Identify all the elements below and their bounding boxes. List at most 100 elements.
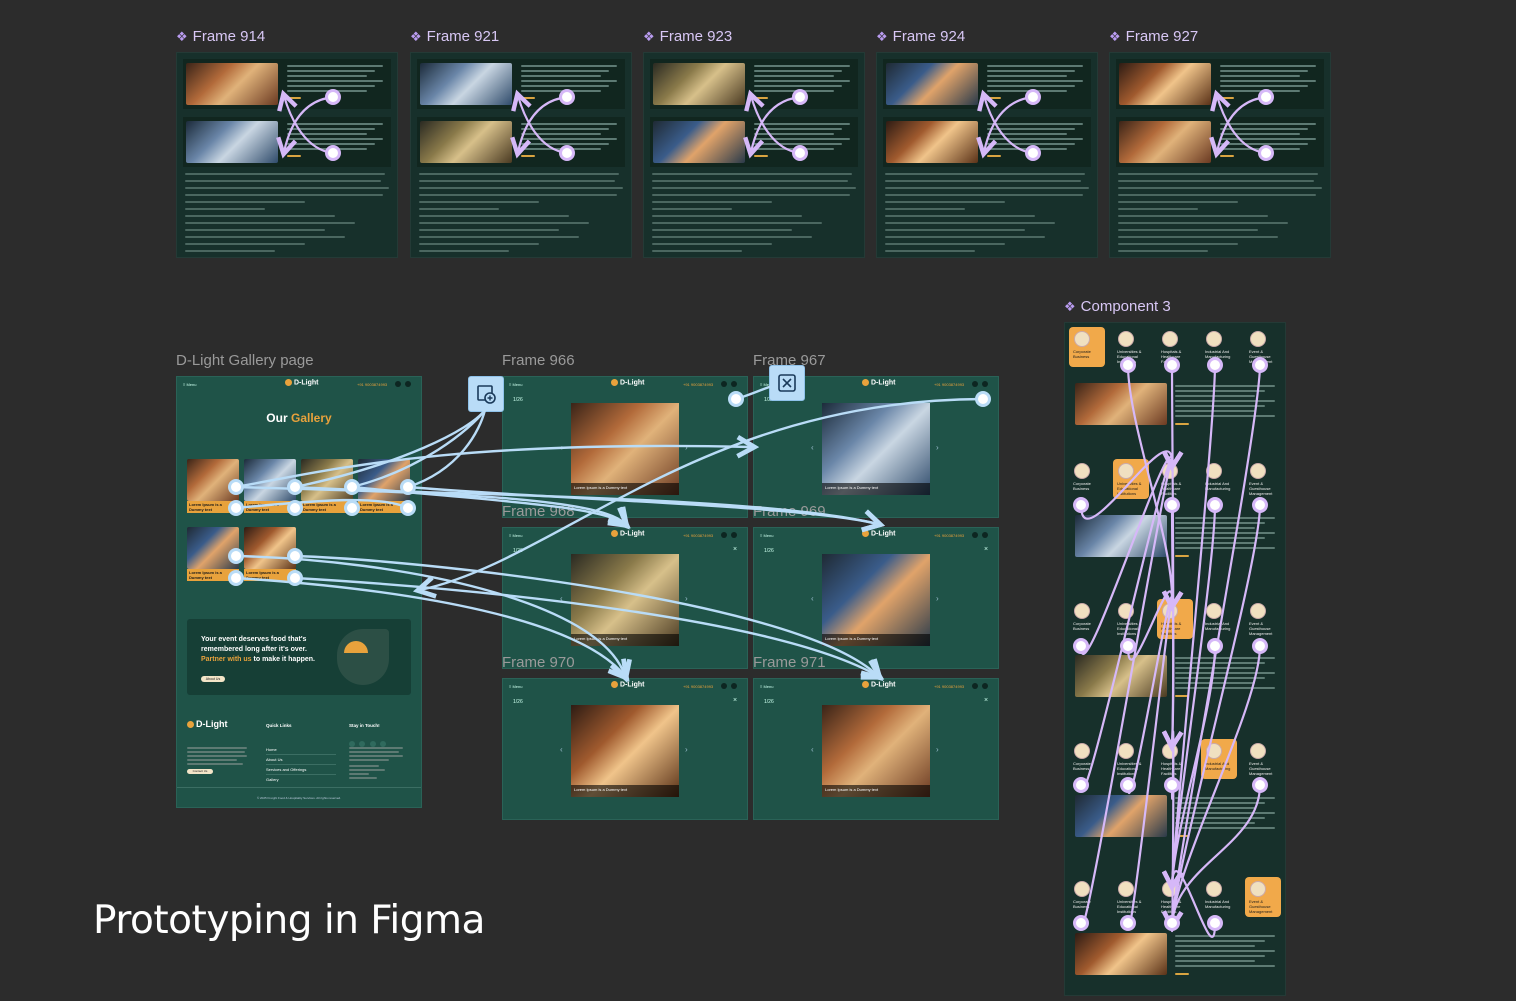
next-arrow-icon[interactable]: › [936,594,939,603]
gallery-thumb[interactable] [358,459,410,501]
component-tab-label[interactable]: Industrial And Manufacturing [1205,481,1231,491]
component-tab-label[interactable]: Corporate Business [1073,899,1091,909]
read-more-link[interactable] [1175,423,1189,425]
close-icon[interactable]: × [733,697,738,704]
component-tab-label[interactable]: Hospitals & Healthcare Facilities [1161,899,1182,914]
view-less-link[interactable] [521,155,535,157]
category-icon[interactable] [1074,881,1090,897]
gallery-thumb[interactable] [187,459,239,501]
prev-arrow-icon[interactable]: ‹ [560,594,563,603]
footer-logo[interactable]: D-Light [187,719,228,729]
category-icon[interactable] [1162,331,1178,347]
about-us-button[interactable]: About Us [201,676,225,682]
category-icon[interactable] [1074,743,1090,759]
phone-number[interactable]: +91 9003874993 [357,382,388,387]
phone-number[interactable]: +91 9003874993 [683,684,714,689]
menu-link[interactable]: ≡ Menu [509,533,523,538]
whatsapp-icon[interactable] [731,532,737,538]
frame-label-slide[interactable]: Frame 970 [502,654,575,671]
gallery-thumb[interactable] [244,527,296,569]
category-icon[interactable] [1074,331,1090,347]
component-tab-label[interactable]: Industrial And Manufacturing [1205,349,1231,359]
frame-2[interactable] [410,52,632,258]
instagram-icon[interactable] [395,381,401,387]
close-overlay-button[interactable] [769,365,805,401]
view-less-link[interactable] [287,155,301,157]
category-icon[interactable] [1074,463,1090,479]
read-more-link[interactable] [1175,973,1189,975]
frame-label-slide[interactable]: Frame 969 [753,503,826,520]
close-icon[interactable]: × [984,546,989,553]
close-icon[interactable]: × [984,697,989,704]
next-arrow-icon[interactable]: › [936,745,939,754]
logo[interactable]: D-Light [611,530,645,537]
view-more-link[interactable] [521,97,535,99]
frame-3[interactable] [643,52,865,258]
facebook-icon[interactable] [349,741,355,747]
phone-number[interactable]: +91 9003874993 [683,382,714,387]
open-overlay-button[interactable] [468,376,504,412]
component-tab-label[interactable]: Corporate Business [1073,621,1091,631]
component-tab-label[interactable]: Universities & Educational Institutions [1117,899,1142,914]
menu-link[interactable]: ≡ Menu [760,533,774,538]
component-tab-label[interactable]: Event & Guesthouse Management [1249,761,1273,776]
component-tab-label[interactable]: Universities & Educational Institutions [1117,481,1142,496]
whatsapp-icon[interactable] [982,532,988,538]
category-icon[interactable] [1118,743,1134,759]
frame-label-914[interactable]: ❖Frame 914 [176,28,266,45]
component-tab-label[interactable]: Hospitals & Healthcare Facilities [1161,481,1182,496]
category-icon[interactable] [1206,881,1222,897]
component-tab-label[interactable]: Event & Guesthouse Management [1249,349,1273,364]
whatsapp-icon[interactable] [982,683,988,689]
frame-label-slide[interactable]: Frame 971 [753,654,826,671]
component-tab-label[interactable]: Industrial And Manufacturing [1205,621,1231,631]
frame-label-slide[interactable]: Frame 968 [502,503,575,520]
prev-arrow-icon[interactable]: ‹ [560,443,563,452]
component-tab-label[interactable]: Event & Guesthouse Management [1249,481,1273,496]
component-tab-label[interactable]: Event & Guesthouse Management [1249,899,1273,914]
menu-link[interactable]: ≡ Menu [509,684,523,689]
whatsapp-icon[interactable] [731,683,737,689]
category-icon[interactable] [1162,603,1178,619]
footer-link-gallery[interactable]: Gallery [266,777,279,782]
youtube-icon[interactable] [380,741,387,747]
footer-link-about[interactable]: About Us [266,755,336,765]
category-icon[interactable] [1250,881,1266,897]
read-more-link[interactable] [1175,555,1189,557]
prev-arrow-icon[interactable]: ‹ [811,594,814,603]
next-arrow-icon[interactable]: › [936,443,939,452]
logo[interactable]: D-Light [285,379,319,386]
menu-link[interactable]: ≡ Menu [183,382,197,387]
component-tab-label[interactable]: Universities & Educational Institutions [1117,349,1142,364]
category-icon[interactable] [1118,603,1134,619]
frame-4[interactable] [876,52,1098,258]
phone-number[interactable]: +91 9003874993 [934,533,965,538]
logo[interactable]: D-Light [611,681,645,688]
frame-label-927[interactable]: ❖Frame 927 [1109,28,1199,45]
frame-label-component-3[interactable]: ❖Component 3 [1064,298,1171,315]
prev-arrow-icon[interactable]: ‹ [811,443,814,452]
instagram-icon[interactable] [972,532,978,538]
category-icon[interactable] [1118,331,1134,347]
category-icon[interactable] [1162,881,1178,897]
gallery-page-frame[interactable]: ≡ Menu D-Light +91 9003874993 Our Galler… [176,376,422,808]
view-more-link[interactable] [754,97,768,99]
instagram-icon[interactable] [721,532,727,538]
frame-label-gallery[interactable]: D-Light Gallery page [176,352,314,369]
instagram-icon[interactable] [972,683,978,689]
view-less-link[interactable] [987,155,1001,157]
footer-link-services[interactable]: Services and Offerings [266,765,336,775]
category-icon[interactable] [1162,463,1178,479]
logo[interactable]: D-Light [862,379,896,386]
whatsapp-icon[interactable] [405,381,411,387]
component-tab-label[interactable]: Corporate Business [1073,761,1091,771]
component-tab-label[interactable]: Universities & Educational Institutions [1117,621,1142,636]
view-more-link[interactable] [1220,97,1234,99]
whatsapp-icon[interactable] [982,381,988,387]
category-icon[interactable] [1206,463,1222,479]
menu-link[interactable]: ≡ Menu [760,684,774,689]
